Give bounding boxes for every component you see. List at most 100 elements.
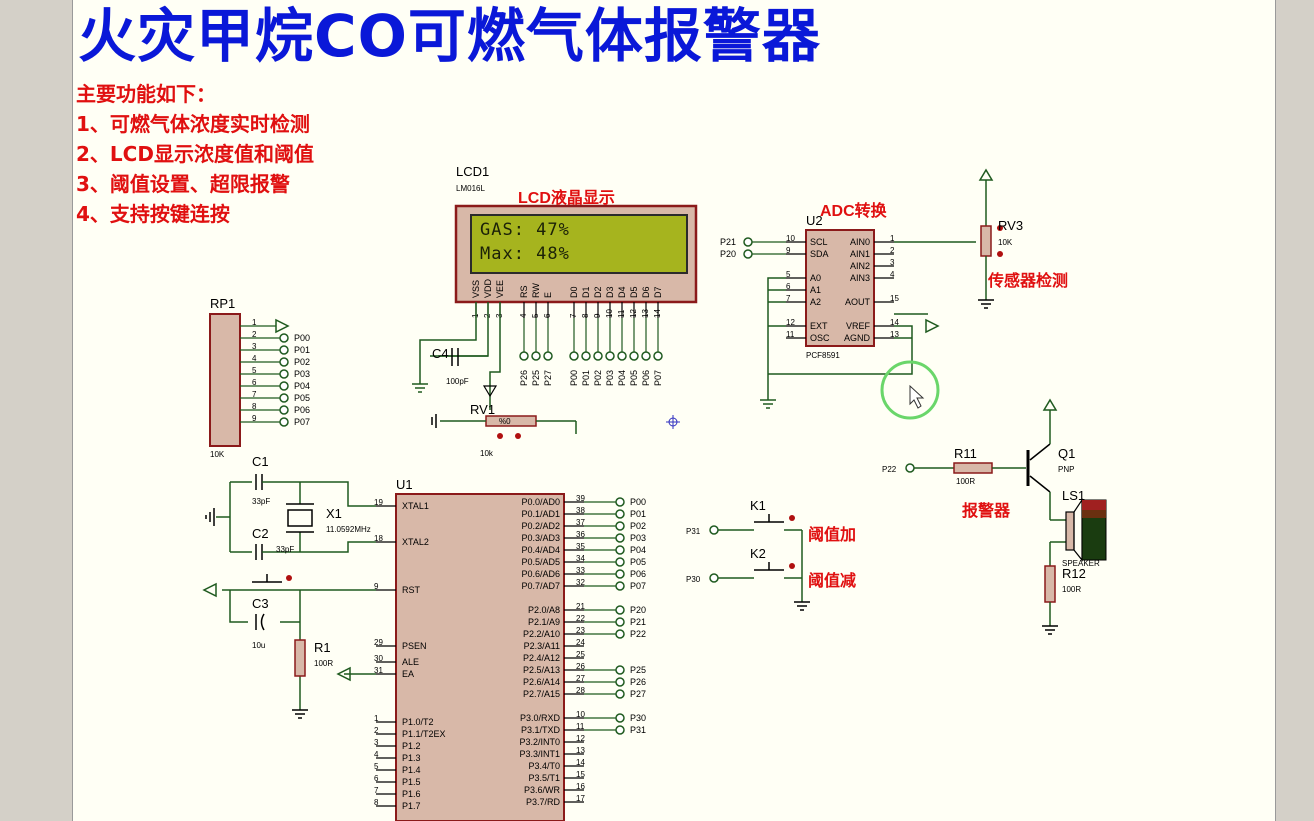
c4[interactable]: C4 100pF [432,346,469,386]
u1-pin-number: 8 [374,798,379,807]
k2-button[interactable]: P30 K2 [686,546,802,584]
lcd-power-wiring [412,302,501,410]
r1[interactable]: R1 100R [294,639,333,677]
lcd-line-2: Max: 48% [480,244,570,264]
rp1-terminal[interactable] [279,333,289,343]
lcd-bus-terminal[interactable] [531,351,541,361]
u1-terminal[interactable] [615,629,625,639]
r12-ref: R12 [1062,566,1086,581]
rp1-terminal[interactable] [279,405,289,415]
lcd-bus-terminal[interactable] [629,351,639,361]
u1-net: P04 [630,545,646,555]
u2-pin-number: 5 [786,270,791,279]
arrow-down-icon [482,385,498,398]
u1-terminal[interactable] [615,665,625,675]
u1-pin-number: 30 [374,654,383,663]
u1-terminal[interactable] [615,677,625,687]
u1-terminal[interactable] [615,509,625,519]
u1-pin-name: PSEN [402,641,427,651]
lcd-bus-net: P06 [641,370,651,386]
sensor-annotation: 传感器检测 [987,271,1068,290]
rp1-terminal[interactable] [279,393,289,403]
u1-pin-name: P1.7 [402,801,421,811]
rp1-value: 10K [210,450,225,459]
u1-terminal[interactable] [615,569,625,579]
r11-ref: R11 [954,446,977,461]
rv1-ref: RV1 [470,402,495,417]
u1-terminal[interactable] [615,689,625,699]
lcd1-ref: LCD1 [456,164,489,179]
rp1-terminal[interactable] [279,381,289,391]
u1-terminal[interactable] [615,713,625,723]
lcd-bus-terminal[interactable] [593,351,603,361]
lcd-pin-label: D6 [641,286,651,298]
u1-terminal[interactable] [615,605,625,615]
u1-pin-number: 10 [576,710,585,719]
u1-pin-name: P3.4/T0 [528,761,560,771]
x1-crystal[interactable]: X1 11.0592MHz [286,503,371,534]
u1-terminal[interactable] [615,521,625,531]
alarm-circuit[interactable]: P22 R11 100R Q1 PNP LS1 SPEAKER R12 100R [882,398,1107,635]
u1-terminal[interactable] [615,533,625,543]
feature-heading: 主要功能如下： [76,82,216,106]
lcd-bus-terminal[interactable] [653,351,663,361]
u1-pin-name: P0.4/AD4 [521,545,560,555]
lcd-bus-terminal[interactable] [519,351,529,361]
lcd-pin-number: 13 [641,309,650,318]
rv3[interactable]: RV3 10K [976,168,1023,309]
u1-terminal[interactable] [615,725,625,735]
lcd-bus-terminal[interactable] [641,351,651,361]
c1[interactable]: C1 33pF [252,454,300,506]
k2-ref: K2 [750,546,766,561]
lcd-pin-label: D2 [593,286,603,298]
u1-pin-number: 6 [374,774,379,783]
lcd-bus-terminal[interactable] [617,351,627,361]
vref-arrow-icon [925,318,940,334]
u2-terminal[interactable] [743,237,753,247]
r11-net: P22 [882,465,897,474]
u1-net: P31 [630,725,646,735]
u1-pin-number: 27 [576,674,585,683]
k2-net: P30 [686,575,701,584]
rv1[interactable]: %0 RV1 10k [431,402,577,458]
u1-terminal[interactable] [615,497,625,507]
lcd-pin-label: D1 [581,286,591,298]
lcd-bus-terminal[interactable] [605,351,615,361]
c3[interactable]: C3 10u [252,596,269,650]
u1-terminal[interactable] [615,557,625,567]
rp1-terminal[interactable] [279,357,289,367]
lcd-bus-terminal[interactable] [543,351,553,361]
k1-button[interactable]: P31 K1 [686,498,802,536]
rp1-net: P04 [294,381,310,391]
u1-terminal[interactable] [615,617,625,627]
r12-value: 100R [1062,585,1081,594]
c1-ref: C1 [252,454,269,469]
u2-pin-number: 4 [890,270,895,279]
u2-ref: U2 [806,213,823,228]
u2-pin-name: SCL [810,237,828,247]
lcd-bus-terminal[interactable] [581,351,591,361]
rp1-net: P00 [294,333,310,343]
rp1-terminal[interactable] [279,345,289,355]
u2-terminal[interactable] [743,249,753,259]
lcd-bus-terminal[interactable] [569,351,579,361]
u2-pin-number: 10 [786,234,795,243]
rp1-terminal[interactable] [279,369,289,379]
feature-item-1: 1、可燃气体浓度实时检测 [76,112,310,136]
u1-terminal[interactable] [615,581,625,591]
u1-pin-number: 29 [374,638,383,647]
reset-button[interactable] [252,574,292,583]
rp1-terminal[interactable] [279,417,289,427]
u1-net: P25 [630,665,646,675]
lcd-bus-net: P27 [543,370,553,386]
c2[interactable]: C2 33pF [252,526,300,560]
u1-terminal[interactable] [615,545,625,555]
lcd-pin-number: 11 [617,309,626,318]
u1-pin-name: EA [402,669,414,679]
c4-value: 100pF [446,377,469,386]
lcd-pin-number: 12 [629,309,638,318]
